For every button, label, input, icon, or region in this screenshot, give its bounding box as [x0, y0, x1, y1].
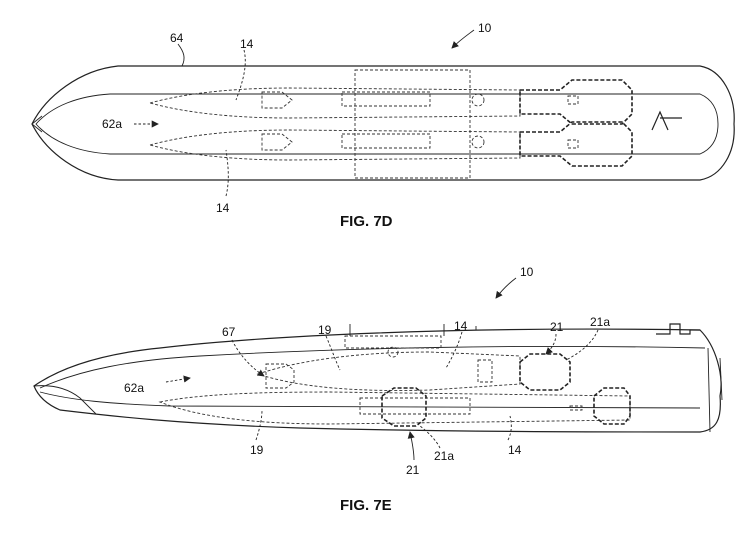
fig-7d-arrow-10 — [451, 29, 475, 49]
fig-7e-caption: FIG. 7E — [340, 497, 392, 514]
fig-7e-ref-67: 67 — [222, 325, 236, 339]
fig-7e-motor-detail — [265, 363, 295, 389]
fig-7e-ref-21a-bottom: 21a — [434, 449, 454, 463]
fig-7e-leader-14-top — [445, 331, 463, 369]
fig-7e-thruster-lower — [381, 387, 427, 427]
fig-7e-ref-62a: 62a — [124, 381, 144, 395]
fig-7e-ref-21-top: 21 — [550, 320, 564, 334]
fig-7e-top-hatch — [344, 335, 442, 349]
fig-7d-leader-14-bottom — [225, 149, 229, 197]
fig-7e-leader-21a-top — [565, 329, 599, 361]
fig-7e-leader-21-top — [545, 333, 557, 355]
fig-7e-ref-19-top: 19 — [318, 323, 332, 337]
fig-7e-pod-lower — [158, 391, 631, 425]
fig-7e-keel-line — [39, 391, 701, 409]
fig-7e-drawing — [33, 277, 723, 461]
fig-7e-stern-fitting — [656, 323, 700, 335]
fig-7d-small-box-lower — [567, 139, 579, 149]
fig-7e-ref-21a-top: 21a — [590, 315, 610, 329]
fig-7e-small-compartment — [477, 359, 493, 383]
fig-7d-pod-lower — [148, 129, 521, 161]
fig-7d-machinery-lower — [341, 133, 431, 149]
fig-7e-leader-19-bottom — [255, 409, 263, 441]
fig-7e-ref-10: 10 — [520, 265, 534, 279]
fig-7e-hull-outline — [33, 328, 722, 433]
fig-7d-leader-64 — [177, 43, 185, 67]
fig-7e-arrow-10 — [495, 277, 517, 299]
fig-7e-thruster-aft — [593, 387, 631, 425]
fig-7d-ref-14-top: 14 — [240, 37, 254, 51]
fig-7e-leader-14-bottom — [507, 415, 512, 441]
fig-7e-ref-14-top: 14 — [454, 319, 468, 333]
fig-7e-deck-fitting — [387, 346, 399, 358]
fig-7d-inner-deck-line — [35, 93, 719, 155]
fig-7e-deck-posts — [349, 324, 477, 336]
fig-7d-motor-details — [261, 91, 293, 151]
fig-7e-ref-19-bottom: 19 — [250, 443, 264, 457]
fig-7d-ref-10: 10 — [478, 21, 492, 35]
fig-7e-pod-upper — [256, 351, 521, 391]
fig-7d-fitting-lower — [471, 135, 485, 149]
fig-7e-arrow-62a — [165, 375, 191, 383]
fig-7e-small-box — [569, 405, 583, 411]
fig-7d-center-hatch — [354, 69, 471, 179]
fig-7e-leader-19-top — [325, 335, 341, 371]
fig-7e-leader-21a-bottom — [419, 425, 441, 449]
fig-7e-ref-21-bottom: 21 — [406, 463, 420, 477]
fig-7d-pod-upper — [148, 87, 521, 119]
fig-7e-thruster-upper — [519, 353, 571, 391]
fig-7e-bow-curve — [33, 385, 97, 415]
fig-7d-machinery-upper — [341, 91, 431, 107]
fig-7d-bow-point — [31, 115, 43, 133]
fig-7d-thruster-lower — [519, 121, 633, 167]
fig-7d-ref-62a: 62a — [102, 117, 122, 131]
fig-7d-caption: FIG. 7D — [340, 213, 393, 230]
fig-7d-stern-symbol — [651, 110, 682, 131]
fig-7d-drawing — [31, 29, 735, 197]
fig-7d-hull-outline — [31, 65, 735, 181]
fig-7d-ref-14-bottom: 14 — [216, 201, 230, 215]
fig-7e-leader-67 — [231, 339, 265, 377]
fig-7e-stern-lines — [707, 347, 723, 433]
fig-7e-leader-21-bottom — [407, 431, 415, 461]
fig-7e-deck-line — [39, 345, 706, 389]
fig-7d-thruster-upper — [519, 79, 633, 125]
fig-7d-ref-64: 64 — [170, 31, 184, 45]
fig-7d-fitting-upper — [471, 93, 485, 107]
fig-7d-leader-14-top — [235, 49, 246, 101]
fig-7e-ref-14-bottom: 14 — [508, 443, 522, 457]
fig-7e-lower-hatch — [359, 397, 471, 415]
fig-7d-small-box-upper — [567, 95, 579, 105]
